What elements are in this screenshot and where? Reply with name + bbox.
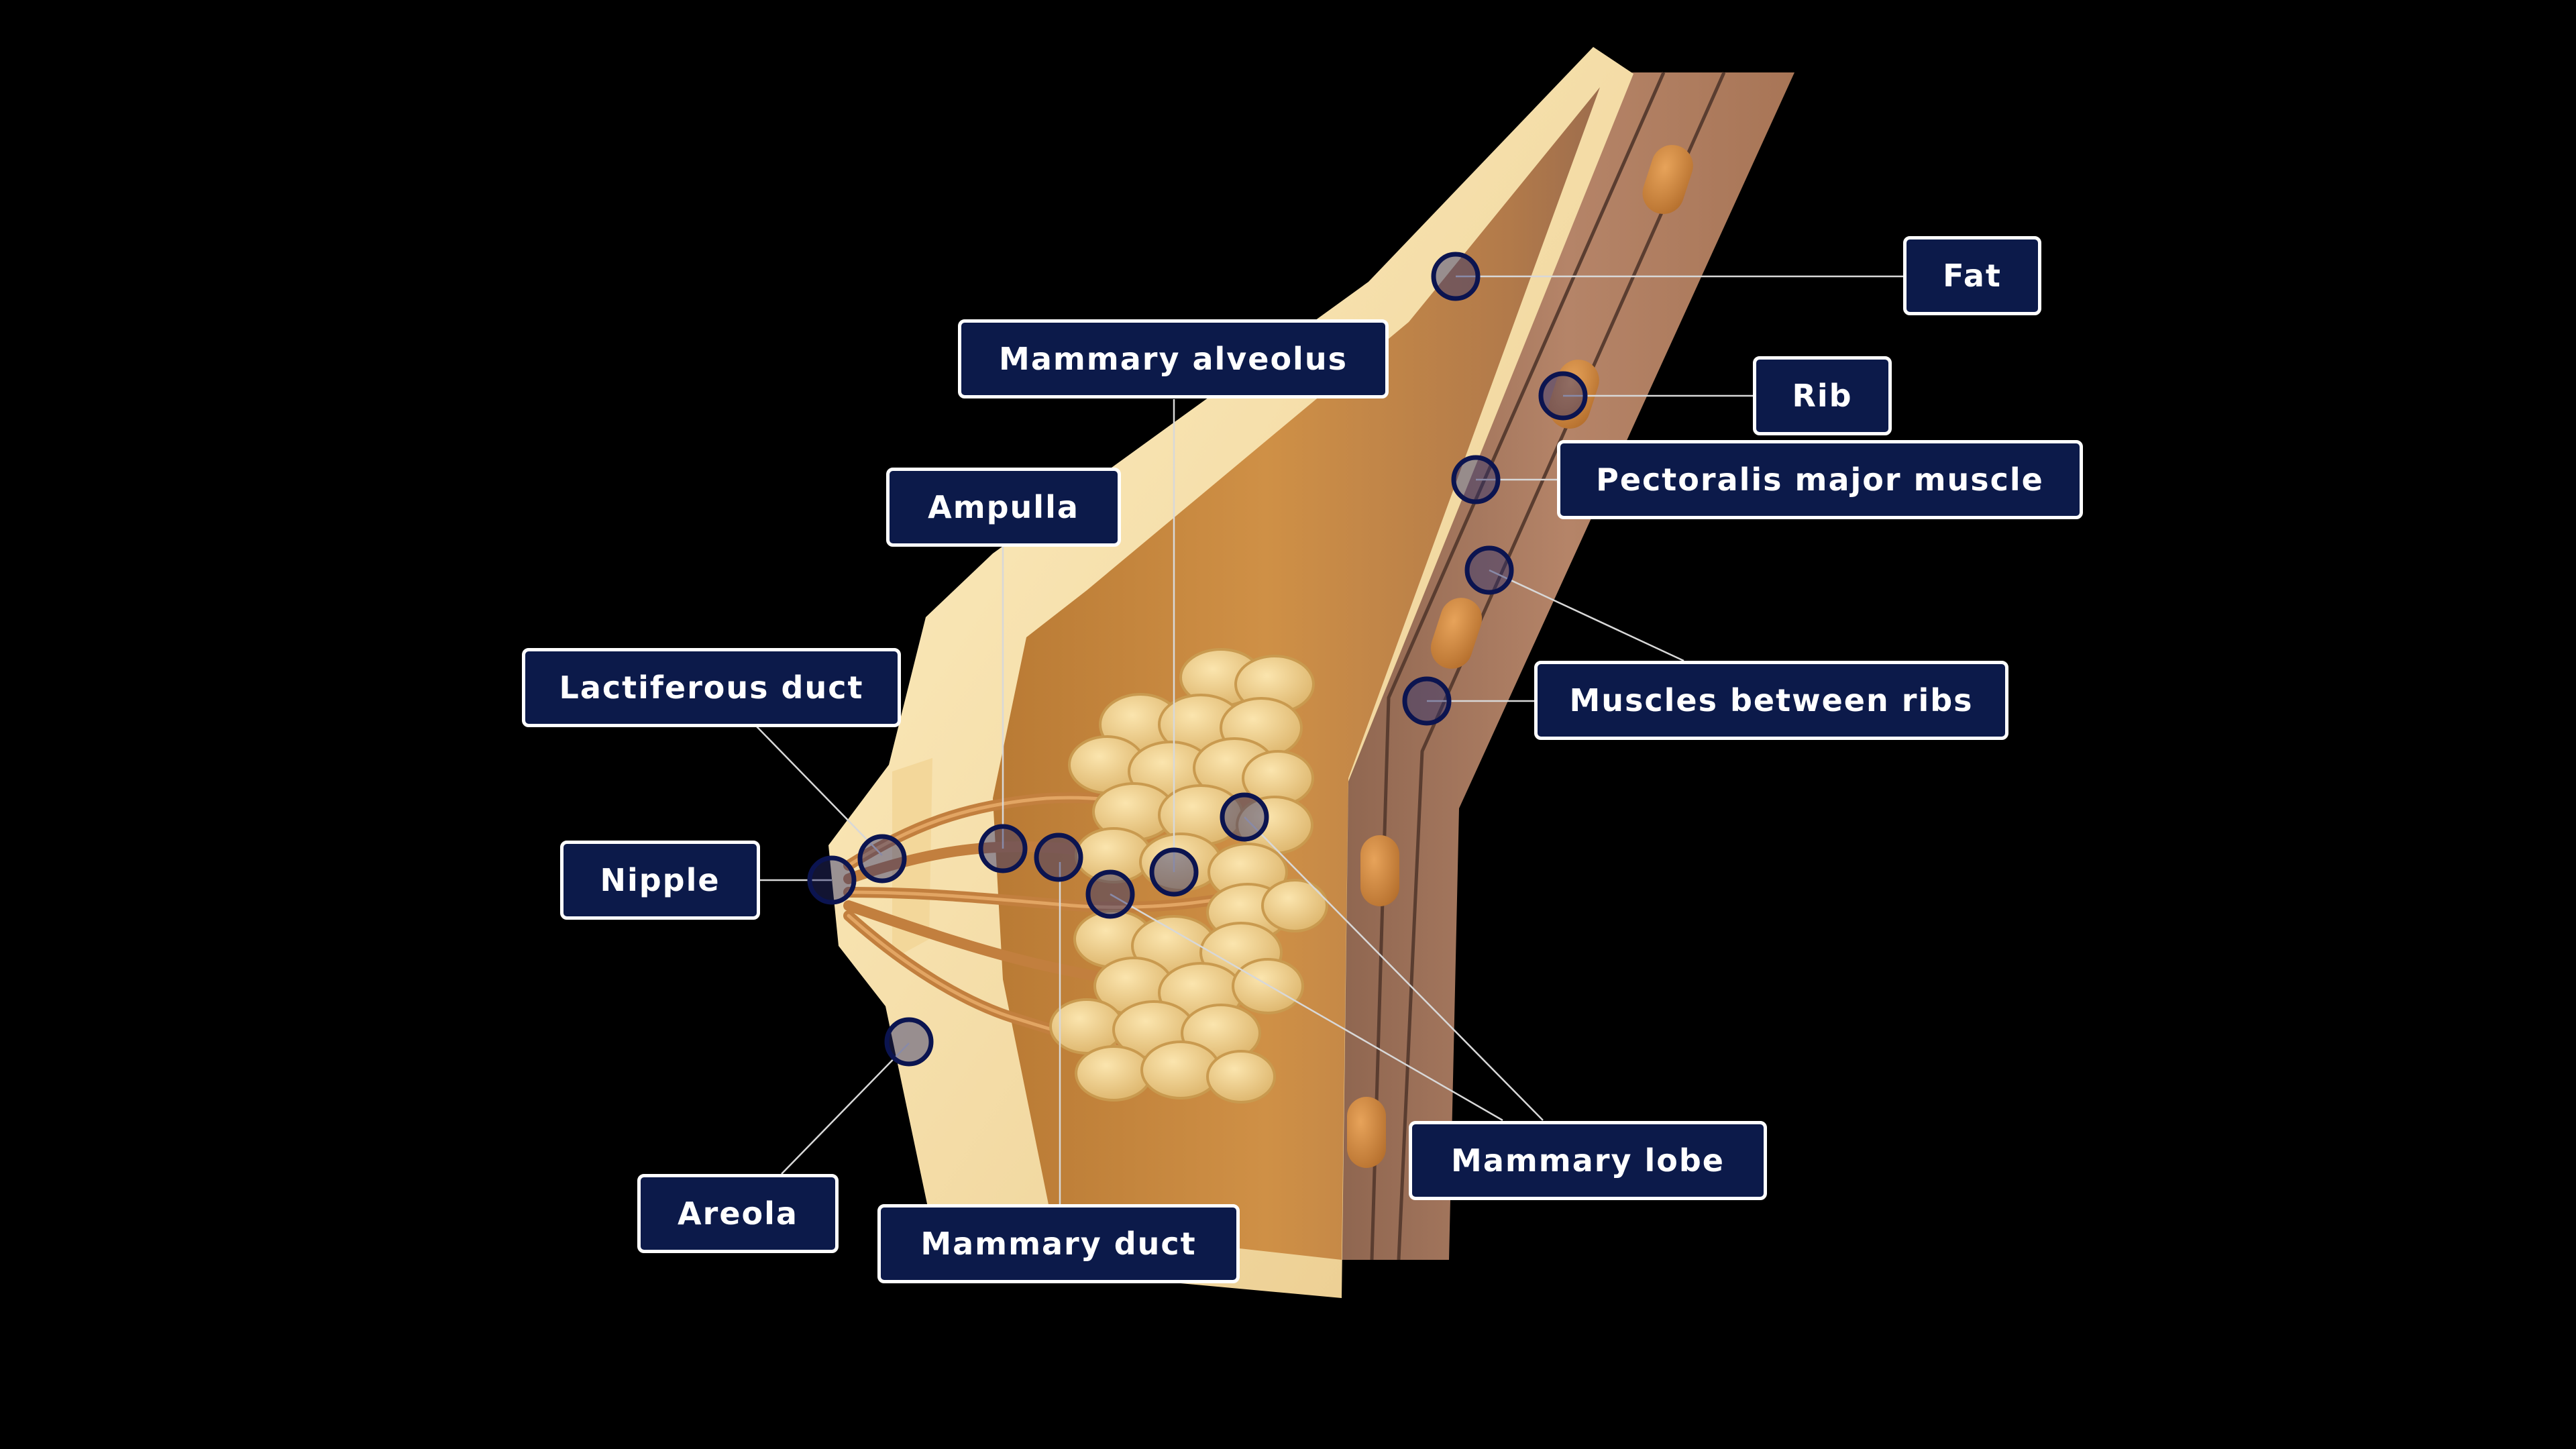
- ampulla-hotspot[interactable]: [978, 824, 1028, 873]
- rib-shape: [1347, 1097, 1386, 1168]
- mammary-lobe-label[interactable]: Mammary lobe: [1409, 1121, 1767, 1200]
- mammary-lobe-hotspot[interactable]: [1220, 792, 1269, 842]
- areola-label[interactable]: Areola: [637, 1174, 839, 1253]
- rib-shape: [1360, 835, 1399, 906]
- rib-hotspot[interactable]: [1538, 371, 1588, 421]
- areola-hotspot[interactable]: [884, 1017, 934, 1067]
- nipple-hotspot[interactable]: [807, 855, 857, 905]
- lactiferous-duct-label[interactable]: Lactiferous duct: [522, 648, 901, 727]
- rib-label[interactable]: Rib: [1753, 356, 1892, 435]
- pectoralis-major-muscle-hotspot[interactable]: [1451, 455, 1501, 504]
- leader-lines: [754, 275, 1905, 1244]
- fat-hotspot[interactable]: [1431, 252, 1481, 301]
- rib-shape: [1430, 598, 1483, 669]
- mammary-alveolus-hotspot[interactable]: [1149, 847, 1199, 897]
- mammary-lobe-hotspot-2[interactable]: [1085, 869, 1135, 919]
- fat-label[interactable]: Fat: [1903, 236, 2041, 315]
- pectoralis-major-muscle-label[interactable]: Pectoralis major muscle: [1557, 440, 2083, 519]
- mammary-duct-hotspot[interactable]: [1034, 833, 1083, 882]
- muscles-between-ribs-hotspot-2[interactable]: [1402, 676, 1452, 726]
- mammary-alveolus-label[interactable]: Mammary alveolus: [958, 319, 1389, 398]
- rib-shape: [1548, 360, 1599, 429]
- chest-wall: [1342, 72, 1794, 1260]
- muscles-between-ribs-label[interactable]: Muscles between ribs: [1534, 661, 2008, 740]
- nipple-label[interactable]: Nipple: [560, 841, 760, 920]
- rib-layer-line: [1370, 71, 1666, 1260]
- muscles-between-ribs-hotspot[interactable]: [1464, 545, 1514, 595]
- mammary-duct-label[interactable]: Mammary duct: [877, 1204, 1240, 1283]
- ampulla-label[interactable]: Ampulla: [886, 468, 1121, 547]
- rib-shape: [1642, 145, 1693, 214]
- lactiferous-duct-hotspot[interactable]: [857, 834, 907, 883]
- muscle-layer-line: [1397, 71, 1726, 1260]
- mammary-lobe-cluster: [1049, 648, 1328, 1104]
